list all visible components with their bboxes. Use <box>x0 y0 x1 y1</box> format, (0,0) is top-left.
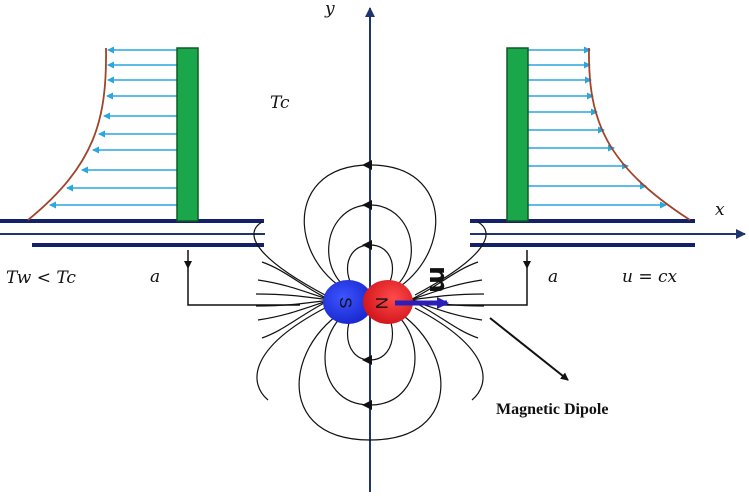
y-axis-label: y <box>324 0 335 19</box>
caption-pointer-arrow <box>489 317 569 381</box>
left-stretching-sheet <box>0 219 264 247</box>
right-velocity-profile <box>506 46 691 222</box>
left-profile-arrows <box>49 46 177 209</box>
right-profile-wall <box>506 47 529 222</box>
right-profile-arrows <box>528 46 667 209</box>
north-pole-label: N <box>372 297 391 309</box>
south-pole-label: S <box>336 297 355 308</box>
gap-label-left: a <box>150 267 160 287</box>
ambient-temperature-label: Tc <box>270 93 290 113</box>
stretching-velocity-label: u = cx <box>622 267 678 287</box>
right-profile-curve <box>588 47 691 221</box>
right-gap-bracket <box>440 250 531 306</box>
x-axis-label: x <box>715 200 725 220</box>
south-pole-lobe <box>323 280 373 324</box>
left-gap-bracket <box>184 250 300 306</box>
field-line-arrows <box>362 160 372 410</box>
left-velocity-profile <box>27 46 199 222</box>
magnetic-dipole: S N <box>323 280 449 324</box>
arrowhead-icon <box>362 160 372 170</box>
magnetic-dipole-caption: Magnetic Dipole <box>496 401 608 418</box>
arrowhead-icon <box>362 240 372 250</box>
arrowhead-icon <box>362 355 372 365</box>
arrowhead-icon <box>362 200 372 210</box>
arrowhead-icon <box>362 400 372 410</box>
north-pole-lobe <box>363 280 413 324</box>
left-profile-curve <box>27 47 107 221</box>
gap-label-right: a <box>548 267 558 287</box>
wall-temperature-condition: Tw < Tc <box>6 268 76 288</box>
dipole-moment-label: m <box>423 266 453 293</box>
left-profile-wall <box>176 47 199 222</box>
right-stretching-sheet <box>470 219 695 247</box>
